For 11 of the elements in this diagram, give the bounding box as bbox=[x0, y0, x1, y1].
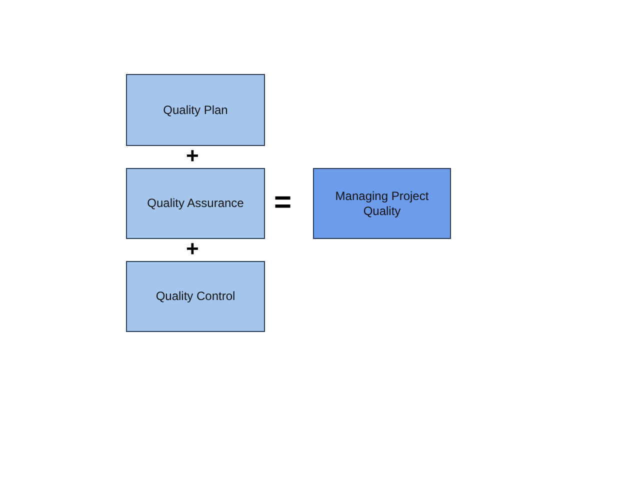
operator-sign: + bbox=[186, 145, 199, 167]
process-box bbox=[126, 168, 265, 239]
process-box bbox=[126, 261, 265, 332]
box-label: Managing Project Quality bbox=[334, 188, 430, 218]
process-box bbox=[313, 168, 451, 239]
box-label: Quality Control bbox=[154, 289, 236, 304]
box-label: Quality Plan bbox=[162, 102, 229, 118]
process-box bbox=[126, 74, 265, 146]
box-label: Quality Assurance bbox=[146, 196, 245, 211]
operator-sign: + bbox=[186, 238, 199, 260]
operator-sign: = bbox=[274, 188, 292, 218]
